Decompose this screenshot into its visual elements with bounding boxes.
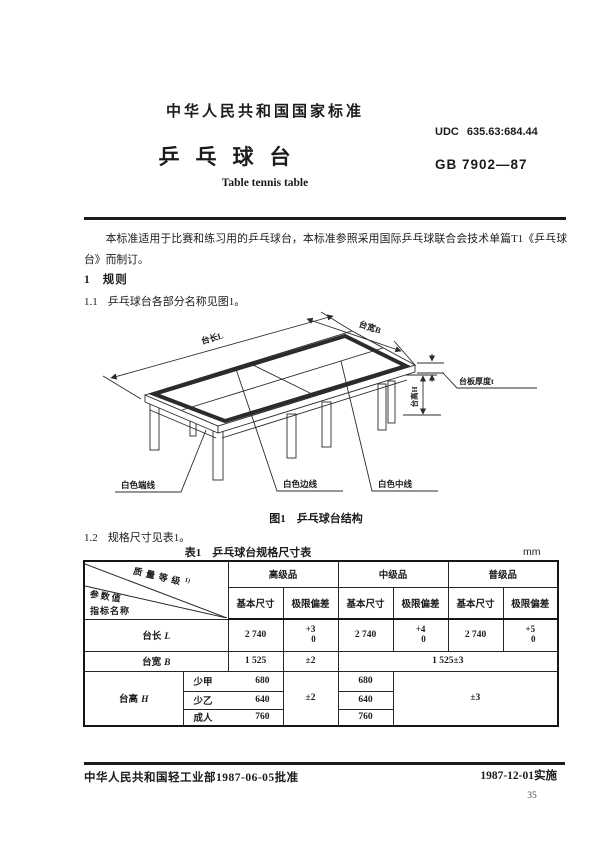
clause-1-1: 1.1 乒乓球台各部分名称见图1。: [84, 293, 245, 309]
udc-number: UDC 635.63:684.44: [435, 126, 538, 138]
approval-text: 中华人民共和国轻工业部1987-06-05批准: [84, 772, 299, 784]
intro-paragraph: 本标准适用于比赛和练习用的乒乓球台，本标准参照采用国际乒乓球联合会技术单篇T1《…: [84, 233, 567, 266]
section-1-heading: 1 规则: [84, 271, 128, 287]
standard-org-title: 中华人民共和国国家标准: [165, 104, 364, 120]
center-line-leader: [340, 360, 438, 492]
grade-header-low: 普级品: [447, 560, 559, 588]
udc-value: 635.63:684.44: [466, 126, 538, 138]
udc-label: UDC: [435, 126, 459, 138]
footer-rule: [84, 762, 565, 765]
length-dimension-line: [110, 314, 334, 380]
height-label: 台高H: [409, 386, 419, 407]
corner-diagonal-lines: [85, 563, 227, 618]
cell-length-basic-mid: 2 740: [337, 618, 394, 652]
page-number: 35: [527, 791, 537, 801]
subhead-basic-high: 基本尺寸: [227, 586, 284, 620]
thickness-leader-line: [442, 372, 537, 389]
center-line-label: 白色中线: [378, 479, 413, 489]
cell-height-junior-b-mid: 640: [337, 690, 394, 710]
subhead-dev-high: 极限偏差: [282, 586, 339, 620]
subhead-dev-mid: 极限偏差: [392, 586, 449, 620]
side-line-leader: [235, 368, 343, 492]
figure-1-caption: 图1 乒乓球台结构: [269, 513, 363, 525]
end-line-label: 白色端线: [121, 480, 156, 490]
spec-table: 质量等级1) 参数值 指标名称 高级品 中级品 普级品 基本尺寸 极限偏差 基本…: [83, 560, 560, 727]
table-unit: mm: [523, 546, 541, 558]
clause-1-2: 1.2 规格尺寸见表1。: [84, 529, 190, 545]
section-1-number: 1: [84, 274, 91, 286]
subhead-dev-low: 极限偏差: [502, 586, 559, 620]
table-tennis-table-sketch: 台长L 台宽B 台板厚度t 台高H 白色端线 白色边线 白色中线: [102, 311, 537, 493]
cell-height-dev-merged: ±3: [392, 670, 559, 727]
cell-length-basic-low: 2 740: [447, 618, 504, 652]
table-1-caption: 表1 乒乓球台规格尺寸表: [184, 547, 312, 559]
cell-height-junior-a-mid: 680: [337, 670, 394, 692]
figure-1-drawing: 台长L 台宽B 台板厚度t 台高H 白色端线 白色边线 白色中线: [95, 310, 555, 510]
corner-label-indicator-name: 指标名称: [90, 605, 131, 616]
document-title-en: Table tennis table: [221, 177, 309, 189]
length-dimension-label: 台长L: [200, 330, 225, 346]
cell-height-dev-high: ±2: [282, 670, 339, 727]
standard-code: GB 7902—87: [435, 157, 528, 172]
document-title-cn: 乒乓球台: [158, 145, 307, 169]
cell-length-basic-high: 2 740: [227, 618, 284, 652]
implementation-text: 1987-12-01实施: [480, 770, 557, 782]
header-rule: [84, 217, 566, 220]
clause-1-1-text: 乒乓球台各部分名称见图1。: [107, 296, 246, 308]
subhead-basic-mid: 基本尺寸: [337, 586, 394, 620]
cell-width-basic-high: 1 525: [227, 650, 284, 672]
clause-1-2-text: 规格尺寸见表1。: [107, 532, 191, 544]
side-line-label: 白色边线: [283, 479, 318, 489]
end-line-leader: [115, 429, 207, 493]
section-1-title: 规则: [102, 274, 128, 286]
cell-width-merged: 1 525±3: [337, 650, 559, 672]
clause-1-2-number: 1.2: [84, 532, 98, 544]
width-dimension-line: [306, 317, 402, 353]
cell-height-adult-mid: 760: [337, 708, 394, 727]
width-dimension-label: 台宽B: [358, 319, 383, 336]
cell-width-dev-high: ±2: [282, 650, 339, 672]
grade-header-high: 高级品: [227, 560, 339, 588]
subhead-basic-low: 基本尺寸: [447, 586, 504, 620]
grade-header-mid: 中级品: [337, 560, 449, 588]
table-corner-cell: 质量等级1) 参数值 指标名称: [83, 560, 229, 620]
clause-1-1-number: 1.1: [84, 296, 98, 308]
thickness-label: 台板厚度t: [459, 376, 494, 386]
